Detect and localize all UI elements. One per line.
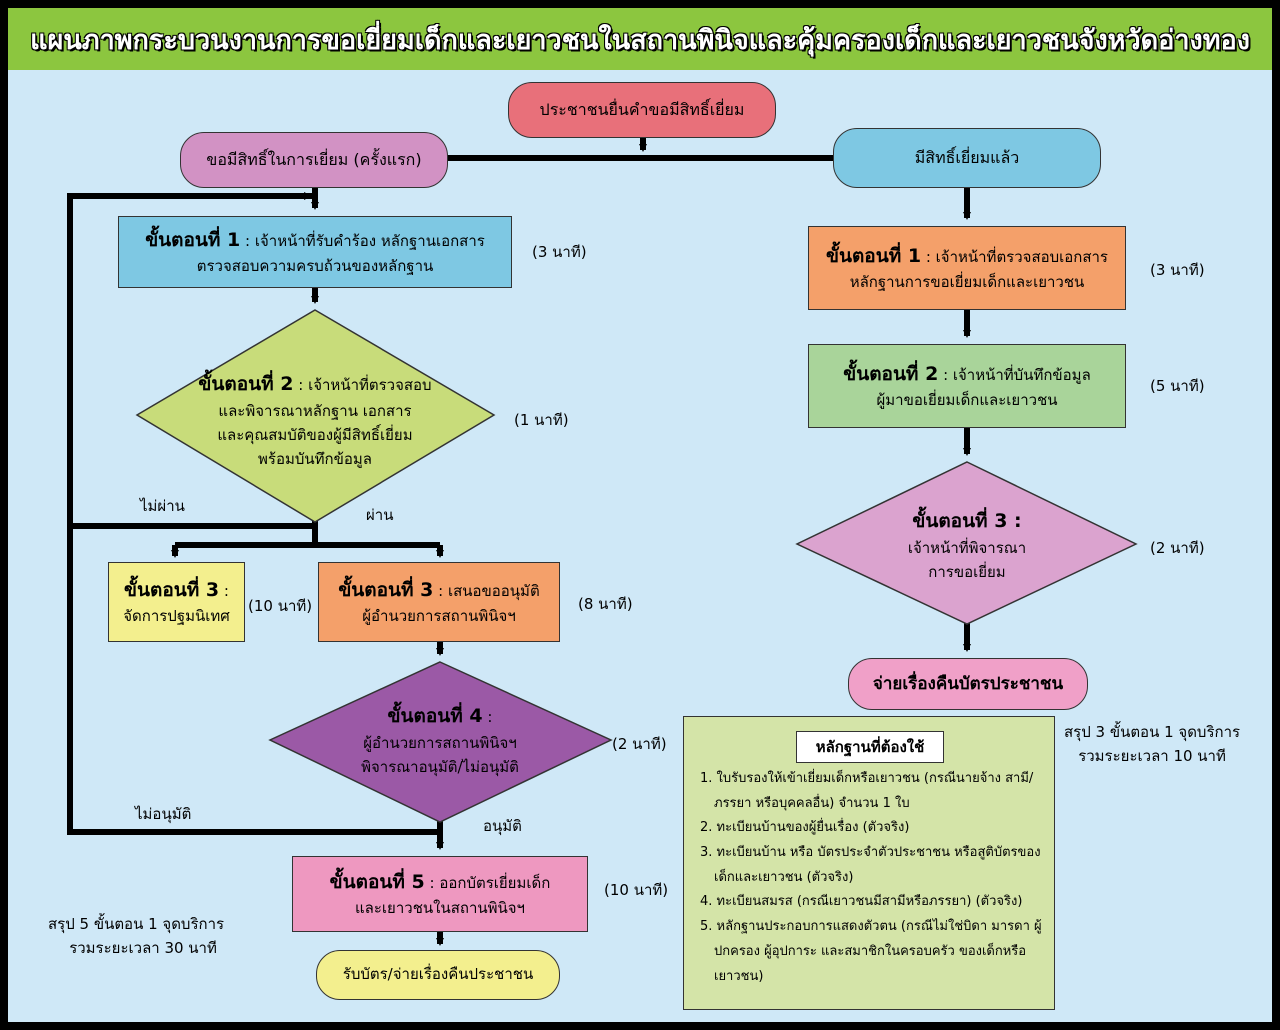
right-step1-time: (3 นาที) [1150,261,1205,279]
left-step1-line2: ตรวจสอบความครบถ้วนของหลักฐาน [196,257,434,276]
reject-line [67,526,443,835]
right-step1-heading: ขั้นตอนที่ 1 [825,244,922,267]
left-step2-line1: : เจ้าหน้าที่ตรวจสอบ [293,375,432,394]
right-summary-line2: รวมระยะเวลา 10 นาที [1078,747,1226,765]
left-step5-time: (10 นาที) [604,881,669,899]
right-start-box: มีสิทธิ์เยี่ยมแล้ว [833,128,1101,188]
left-step3a-box: ขั้นตอนที่ 3 : จัดการปฐมนิเทศ [108,562,245,642]
left-step5-line2: และเยาวชนในสถานพินิจฯ [355,899,525,918]
documents-list: 1. ใบรับรองให้เข้าเยี่ยมเด็กหรือเยาวชน (… [692,767,1048,989]
left-summary: สรุป 5 ขั้นตอน 1 จุดบริการ รวมระยะเวลา 3… [48,912,224,960]
left-start-box: ขอมีสิทธิ์ในการเยี่ยม (ครั้งแรก) [180,132,448,188]
title-bar: แผนภาพกระบวนงานการขอเยี่ยมเด็กและเยาวชนใ… [8,8,1272,70]
left-summary-line2: รวมระยะเวลา 30 นาที [69,939,217,957]
left-end-box: รับบัตร/จ่ายเรื่องคืนประชาชน [316,950,560,1000]
left-step3b-heading: ขั้นตอนที่ 3 [338,578,434,601]
left-step3b-box: ขั้นตอนที่ 3 : เสนอขออนุมัติ ผู้อำนวยการ… [318,562,560,642]
left-start-label: ขอมีสิทธิ์ในการเยี่ยม (ครั้งแรก) [206,149,422,169]
reject-label: ไม่อนุมัติ [135,805,192,823]
left-step2-diamond [135,309,496,523]
left-step5-heading: ขั้นตอนที่ 5 [329,870,425,893]
right-step3-line1: เจ้าหน้าที่พิจารณา [907,539,1027,558]
left-step1-box: ขั้นตอนที่ 1 : เจ้าหน้าที่รับคำร้อง หลัก… [118,216,512,288]
left-step2-time: (1 นาที) [514,411,569,429]
right-step2-line1: : เจ้าหน้าที่บันทึกข้อมูล [938,365,1091,384]
left-step3a-heading: ขั้นตอนที่ 3 [124,578,220,601]
left-step4-line3: พิจารณาอนุมัติ/ไม่อนุมัติ [361,758,519,777]
right-step1-line1: : เจ้าหน้าที่ตรวจสอบเอกสาร [921,247,1108,266]
left-summary-line1: สรุป 5 ขั้นตอน 1 จุดบริการ [48,915,225,933]
right-start-label: มีสิทธิ์เยี่ยมแล้ว [914,147,1020,167]
left-step3b-time: (8 นาที) [578,595,633,613]
left-step3a-line2: จัดการปฐมนิเทศ [123,607,230,626]
left-step1-line1: : เจ้าหน้าที่รับคำร้อง หลักฐานเอกสาร [240,231,485,250]
right-step3-heading: ขั้นตอนที่ 3 : [912,509,1022,532]
pass-label: ผ่าน [366,506,394,524]
right-step2-heading: ขั้นตอนที่ 2 [843,362,939,385]
right-step1-box: ขั้นตอนที่ 1 : เจ้าหน้าที่ตรวจสอบเอกสาร … [808,226,1126,310]
left-step1-heading: ขั้นตอนที่ 1 [145,228,241,251]
right-end-label: จ่ายเรื่องคืนบัตรประชาชน [872,673,1064,694]
left-step3b-line1: : เสนอขออนุมัติ [433,581,540,600]
required-documents-box: หลักฐานที่ต้องใช้ 1. ใบรับรองให้เข้าเยี่… [683,716,1055,1010]
left-step2-text: ขั้นตอนที่ 2 : เจ้าหน้าที่ตรวจสอบ และพิจ… [170,365,460,475]
left-step4-time: (2 นาที) [612,735,667,753]
left-step4-text: ขั้นตอนที่ 4 : ผู้อำนวยการสถานพินิจฯ พิจ… [310,690,570,790]
right-step3-time: (2 นาที) [1150,539,1205,557]
left-step4-line2: ผู้อำนวยการสถานพินิจฯ [363,734,517,753]
right-step3-text: ขั้นตอนที่ 3 : เจ้าหน้าที่พิจารณา การขอเ… [857,500,1077,590]
right-step3-line2: การขอเยี่ยม [928,563,1006,582]
start-box: ประชาชนยื่นคำขอมีสิทธิ์เยี่ยม [508,82,776,138]
left-step1-time: (3 นาที) [532,243,587,261]
left-step2-heading: ขั้นตอนที่ 2 [198,372,294,395]
left-end-label: รับบัตร/จ่ายเรื่องคืนประชาชน [342,965,534,984]
right-end-box: จ่ายเรื่องคืนบัตรประชาชน [848,658,1088,710]
left-step4-line1: : [482,707,493,726]
document-item: 3. ทะเบียนบ้าน หรือ บัตรประจำตัวประชาชน … [700,845,1041,885]
left-step5-box: ขั้นตอนที่ 5 : ออกบัตรเยี่ยมเด็ก และเยาว… [292,856,588,932]
left-step2-line4: พร้อมบันทึกข้อมูล [258,450,372,469]
left-step3b-line2: ผู้อำนวยการสถานพินิจฯ [362,607,516,626]
left-step2-line3: และคุณสมบัติของผู้มีสิทธิ์เยี่ยม [217,426,413,445]
right-step2-box: ขั้นตอนที่ 2 : เจ้าหน้าที่บันทึกข้อมูล ผ… [808,344,1126,428]
loop-back-line [67,193,312,526]
left-step4-heading: ขั้นตอนที่ 4 [387,704,483,727]
left-step2-line2: และพิจารณาหลักฐาน เอกสาร [218,402,412,421]
document-item: 4. ทะเบียนสมรส (กรณีเยาวชนมีสามีหรือภรรย… [700,894,1023,910]
left-step3a-time: (10 นาที) [248,597,313,615]
approve-label: อนุมัติ [483,817,522,835]
right-step2-time: (5 นาที) [1150,377,1205,395]
page-title: แผนภาพกระบวนงานการขอเยี่ยมเด็กและเยาวชนใ… [30,24,1250,56]
document-item: 1. ใบรับรองให้เข้าเยี่ยมเด็กหรือเยาวชน (… [700,771,1034,811]
right-summary-line1: สรุป 3 ขั้นตอน 1 จุดบริการ [1064,723,1241,741]
right-step1-line2: หลักฐานการขอเยี่ยมเด็กและเยาวชน [849,273,1085,292]
document-item: 5. หลักฐานประกอบการแสดงตัวตน (กรณีไม่ใช่… [700,919,1042,984]
document-item: 2. ทะเบียนบ้านของผู้ยื่นเรื่อง (ตัวจริง) [700,820,910,836]
documents-title: หลักฐานที่ต้องใช้ [796,731,944,763]
left-step5-line1: : ออกบัตรเยี่ยมเด็ก [424,873,551,892]
right-summary: สรุป 3 ขั้นตอน 1 จุดบริการ รวมระยะเวลา 1… [1064,720,1240,768]
right-step3-diamond [795,461,1138,625]
left-step3a-line1: : [219,581,229,600]
fail-label: ไม่ผ่าน [140,497,185,515]
start-label: ประชาชนยื่นคำขอมีสิทธิ์เยี่ยม [539,99,745,119]
left-step4-diamond [268,661,613,823]
right-step2-line2: ผู้มาขอเยี่ยมเด็กและเยาวชน [876,391,1058,410]
